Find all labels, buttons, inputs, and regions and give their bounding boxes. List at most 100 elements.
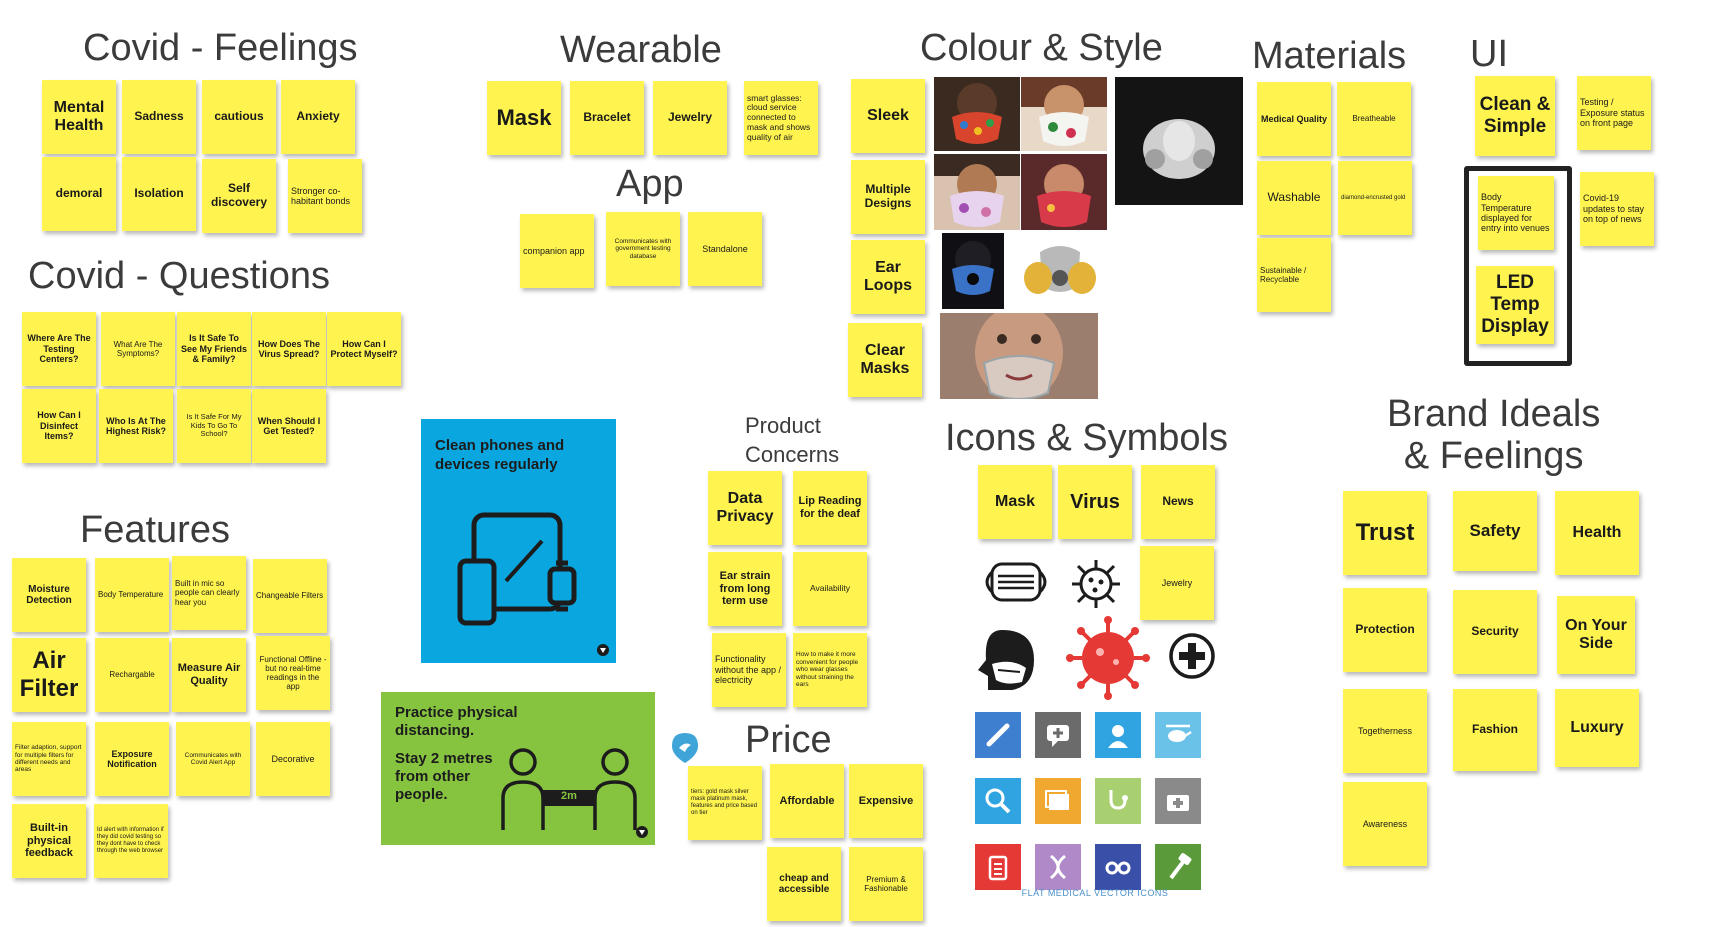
sticky-note[interactable]: Id alert with information if they did co… (94, 804, 168, 878)
sticky-note[interactable]: Breatheable (1337, 82, 1411, 156)
sticky-note[interactable]: Awareness (1343, 782, 1427, 866)
sticky-note[interactable]: Availability (793, 552, 867, 626)
sticky-note[interactable]: Rechargable (95, 638, 169, 712)
sticky-note[interactable]: Safety (1453, 491, 1537, 571)
sticky-note[interactable]: Jewelry (1140, 546, 1214, 620)
sticky-note[interactable]: Functionality without the app / electric… (712, 633, 786, 707)
sticky-note[interactable]: Isolation (122, 157, 196, 231)
sticky-note[interactable]: cheap and accessible (767, 847, 841, 921)
sticky-note[interactable]: Ear Loops (851, 240, 925, 314)
sticky-note[interactable]: Changeable Filters (253, 559, 327, 633)
sticky-note[interactable]: How Can I Protect Myself? (327, 312, 401, 386)
sticky-note[interactable]: How to make it more convenient for peopl… (793, 633, 867, 707)
sticky-note[interactable]: Stronger co-habitant bonds (288, 159, 362, 233)
sticky-note[interactable]: Mental Health (42, 80, 116, 154)
clear-mask-photo[interactable] (940, 313, 1098, 399)
sticky-note[interactable]: What Are The Symptoms? (101, 312, 175, 386)
sticky-note[interactable]: Body Temperature displayed for entry int… (1478, 176, 1554, 250)
ui-selection-frame[interactable] (1464, 166, 1572, 366)
sticky-note[interactable]: Security (1453, 590, 1537, 674)
thermometer-icon (975, 712, 1021, 758)
sticky-note[interactable]: Medical Quality (1257, 82, 1331, 156)
poster-clean-phones-text: Clean phones and devices regularly (435, 437, 565, 473)
sticky-note[interactable]: Sadness (122, 80, 196, 154)
sticky-note[interactable]: Covid-19 updates to stay on top of news (1580, 172, 1654, 246)
mask-photo-patterned[interactable] (934, 77, 1020, 151)
sticky-note[interactable]: Testing / Exposure status on front page (1577, 76, 1651, 150)
sticky-note[interactable]: Ear strain from long term use (708, 552, 782, 626)
sticky-note[interactable]: Protection (1343, 588, 1427, 672)
sticky-note[interactable]: Moisture Detection (12, 558, 86, 632)
sticky-note[interactable]: Clear Masks (848, 323, 922, 397)
sticky-note[interactable]: Trust (1343, 491, 1427, 575)
sticky-note[interactable]: Body Temperature (95, 558, 169, 632)
comment-pin-icon[interactable] (670, 731, 700, 765)
sticky-note[interactable]: Communicates with Covid Alert App (176, 722, 250, 796)
sticky-note[interactable]: Is It Safe For My Kids To Go To School? (177, 389, 251, 463)
sticky-note[interactable]: Togetherness (1343, 689, 1427, 773)
sticky-note[interactable]: Affordable (770, 764, 844, 838)
respirator-photo[interactable] (1018, 238, 1102, 304)
sticky-note[interactable]: companion app (520, 214, 594, 288)
sticky-note[interactable]: Lip Reading for the deaf (793, 471, 867, 545)
sticky-note[interactable]: Decorative (256, 722, 330, 796)
sticky-note[interactable]: Filter adaption, support for multiple fi… (12, 722, 86, 796)
sticky-note[interactable]: Sustainable / Recyclable (1257, 238, 1331, 312)
poster-clean-phones[interactable]: Clean phones and devices regularly (421, 419, 616, 663)
sticky-note[interactable]: Sleek (851, 79, 925, 153)
sticky-note[interactable]: Built in mic so people can clearly hear … (172, 556, 246, 630)
heading-ui: UI (1470, 33, 1508, 75)
sticky-note[interactable]: Exposure Notification (95, 722, 169, 796)
sticky-note[interactable]: On Your Side (1557, 596, 1635, 674)
sticky-note[interactable]: smart glasses: cloud service connected t… (744, 81, 818, 155)
sticky-note[interactable]: Functional Offline - but no real-time re… (256, 636, 330, 710)
sticky-note[interactable]: Mask (487, 81, 561, 155)
sticky-note[interactable]: LED Temp Display (1476, 266, 1554, 344)
sticky-note[interactable]: Self discovery (202, 159, 276, 233)
sticky-note[interactable]: Where Are The Testing Centers? (22, 312, 96, 386)
sticky-note[interactable]: Data Privacy (708, 471, 782, 545)
heading-colour-style: Colour & Style (920, 27, 1163, 69)
mask-photo-sleek[interactable] (1115, 77, 1243, 205)
heading-product-line2: Concerns (745, 441, 840, 467)
mask-photo-floral[interactable] (1021, 77, 1107, 151)
mask-photo-red[interactable] (1021, 154, 1107, 230)
sticky-note[interactable]: Standalone (688, 212, 762, 286)
sticky-note[interactable]: Luxury (1555, 689, 1639, 767)
poster-physical-distancing[interactable]: Practice physical distancing. Stay 2 met… (381, 692, 655, 845)
mask-photo-purple[interactable] (934, 154, 1020, 230)
sticky-note[interactable]: Washable (1257, 161, 1331, 235)
sticky-note[interactable]: Clean & Simple (1475, 76, 1555, 156)
sticky-note[interactable]: Air Filter (12, 638, 86, 712)
sticky-note[interactable]: Measure Air Quality (172, 638, 246, 712)
sticky-note[interactable]: cautious (202, 80, 276, 154)
sticky-note[interactable]: Built-in physical feedback (12, 804, 86, 878)
sticky-note[interactable]: Who Is At The Highest Risk? (99, 389, 173, 463)
sticky-note[interactable]: How Does The Virus Spread? (252, 312, 326, 386)
sticky-note[interactable]: Is It Safe To See My Friends & Family? (177, 312, 251, 386)
sticky-note[interactable]: demoral (42, 157, 116, 231)
sticky-note[interactable]: How Can I Disinfect Items? (22, 389, 96, 463)
sticky-note[interactable]: Communicates with government testing dat… (606, 212, 680, 286)
sticky-note[interactable]: Anxiety (281, 80, 355, 154)
sticky-note[interactable]: When Should I Get Tested? (252, 389, 326, 463)
sticky-note[interactable]: News (1141, 465, 1215, 539)
poster-distancing-title: Practice physical distancing. (395, 704, 518, 739)
sticky-note[interactable]: Multiple Designs (851, 160, 925, 234)
medical-icons-grid[interactable]: FLAT MEDICAL VECTOR ICONS (975, 712, 1215, 898)
sticky-note[interactable]: Virus (1058, 465, 1132, 539)
sticky-note[interactable]: Mask (978, 465, 1052, 539)
sticky-note[interactable]: Premium & Fashionable (849, 847, 923, 921)
sticky-note[interactable]: Bracelet (570, 81, 644, 155)
sticky-note[interactable]: Jewelry (653, 81, 727, 155)
distance-sign-label: 2m (561, 790, 577, 802)
sticky-note[interactable]: Fashion (1453, 689, 1537, 771)
sticky-note[interactable]: Expensive (849, 764, 923, 838)
mask-photo-tech[interactable] (942, 233, 1004, 309)
heading-wearable: Wearable (560, 29, 722, 71)
sticky-note[interactable]: Health (1555, 491, 1639, 575)
sticky-note[interactable]: diamond-encrusted gold (1338, 161, 1412, 235)
glasses-icon (1095, 844, 1141, 890)
sticky-note[interactable]: tiers: gold mask silver mask platinum ma… (688, 766, 762, 840)
